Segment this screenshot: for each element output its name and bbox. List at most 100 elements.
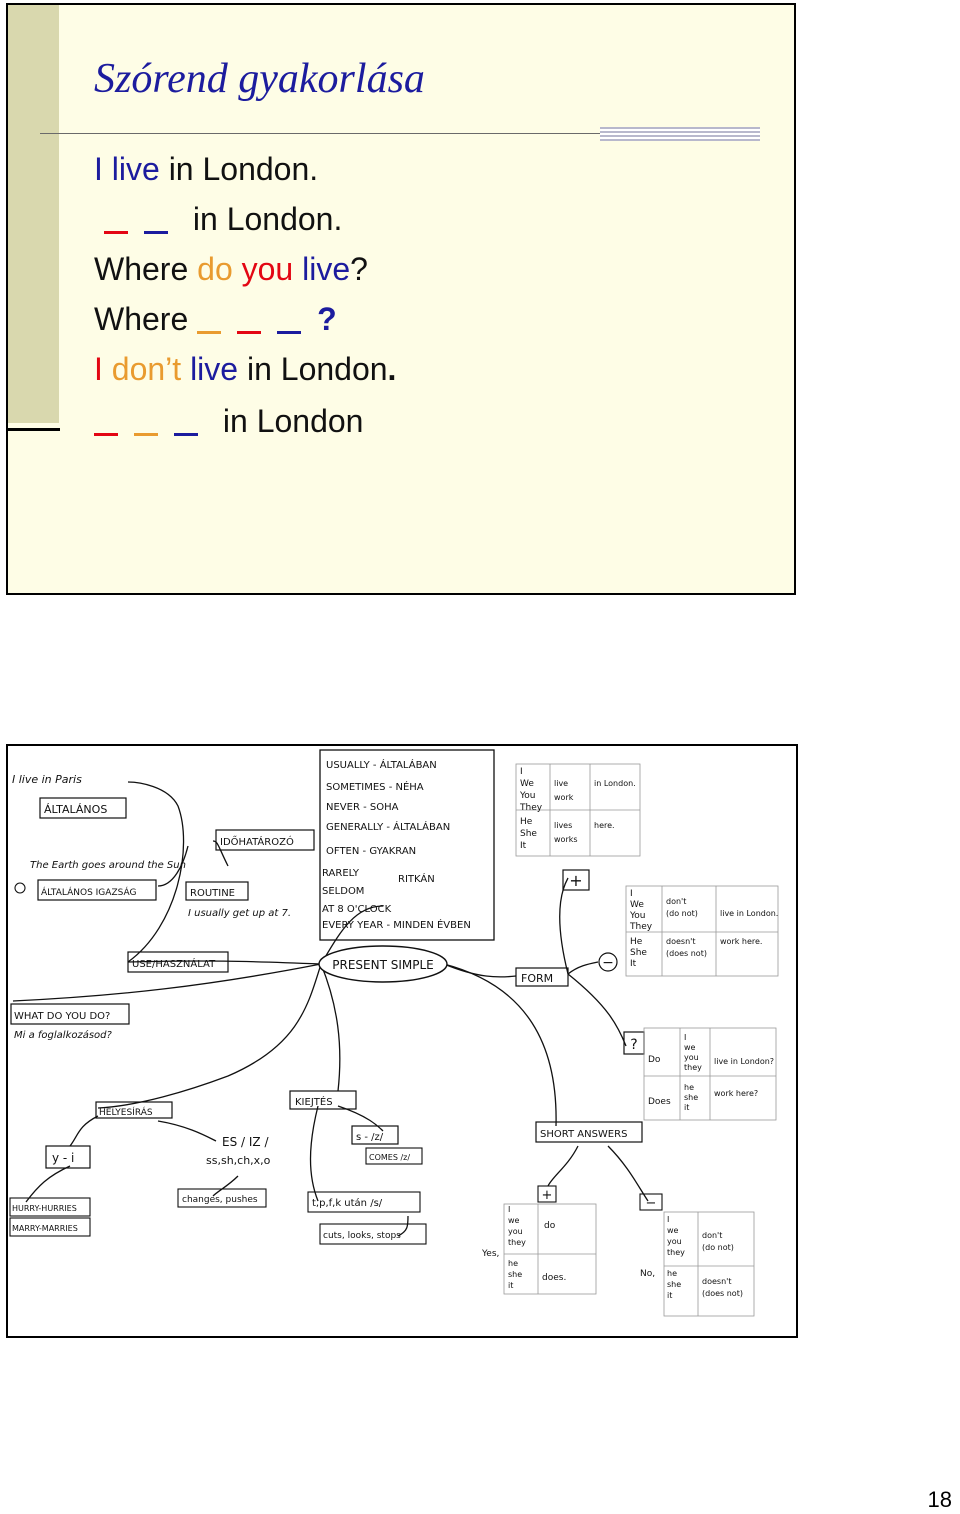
minus-place: work here. [720, 937, 762, 946]
node-what-do-you-do: WHAT DO YOU DO? [14, 1011, 110, 1022]
sun-icon [14, 882, 26, 894]
mindmap-form: FORM IWeYouTheyHeSheItliveworklivesworks… [515, 763, 779, 1121]
mindmap-short-answers: SHORT ANSWERS + Yes,Iweyoutheyhesheitdod… [481, 1121, 755, 1317]
word-segment: ? [317, 301, 337, 337]
word-segment: live [102, 151, 160, 187]
node-hurry: HURRY-HURRIES [12, 1204, 77, 1213]
word-segment: in London. [184, 201, 343, 237]
adverb-item: NEVER - SOHA [326, 802, 399, 813]
title-divider-accent [600, 127, 760, 141]
word-segment: live [293, 251, 351, 287]
word-segment: Where [94, 251, 198, 287]
node-tpfk: t,p,f,k után /s/ [312, 1197, 383, 1209]
word-segment: ? [350, 251, 368, 287]
node-helyesiras: HELYESÍRÁS [99, 1106, 153, 1118]
node-use-hasznalat: USE/HASZNÁLAT [132, 957, 216, 970]
node-short-answers: SHORT ANSWERS [540, 1129, 627, 1140]
adverb-item: SOMETIMES - NÉHA [326, 780, 424, 793]
slide-mindmap: I live in Paris ÁLTALÁNOS IDŐHATÁROZÓ Th… [6, 744, 798, 1338]
question-aux: Does [648, 1097, 671, 1107]
plus-verb: lives [554, 821, 572, 830]
word-segment: in London [214, 403, 364, 439]
page-number: 18 [927, 1487, 952, 1512]
node-cuts-looks-stops: cuts, looks, stops [323, 1231, 401, 1241]
word-blank [144, 206, 168, 238]
node-altalanos-igazsag: ÁLTALÁNOS IGAZSÁG [41, 886, 136, 898]
adverb-item: RITKÁN [398, 872, 435, 885]
practice-line-1: I live in London. [94, 151, 318, 188]
node-form: FORM [521, 972, 553, 985]
plus-subject: We [520, 779, 534, 789]
slide-title: Szórend gyakorlása [94, 56, 425, 102]
plus-verb: works [554, 835, 578, 844]
short-minus-subject: it [667, 1291, 672, 1300]
short-plus-sign: + [542, 1188, 553, 1203]
short-no: No, [640, 1269, 655, 1279]
word-segment: I [94, 351, 103, 387]
mindmap-drawing: I live in Paris ÁLTALÁNOS IDŐHATÁROZÓ Th… [9, 749, 779, 1317]
question-subject: you [684, 1053, 699, 1062]
question-subject: she [684, 1093, 698, 1102]
minus-aux: (does not) [666, 949, 707, 958]
word-blank [277, 306, 302, 338]
plus-sign: + [569, 871, 582, 890]
question-subject: it [684, 1103, 689, 1112]
mindmap-top-left: I live in Paris ÁLTALÁNOS IDŐHATÁROZÓ Th… [10, 773, 315, 1041]
minus-aux: don't [666, 897, 686, 906]
minus-subject: He [630, 937, 643, 947]
adverb-item: EVERY YEAR - MINDEN ÉVBEN [322, 918, 471, 931]
minus-place: live in London. [720, 909, 778, 918]
word-segment: live [181, 351, 239, 387]
practice-line-2: in London. [104, 201, 342, 238]
node-comes: COMES /z/ [369, 1153, 410, 1162]
word-segment: . [387, 351, 397, 387]
short-minus-subject: he [667, 1269, 677, 1278]
word-segment: you [232, 251, 294, 287]
connector-lines [12, 781, 649, 1237]
short-minus-subject: they [667, 1248, 685, 1257]
minus-subject: I [630, 889, 633, 899]
short-minus-subject: I [667, 1215, 669, 1224]
question-rest: work here? [714, 1089, 758, 1098]
short-plus-subject: you [508, 1227, 523, 1236]
adverb-item: RARELY [322, 868, 360, 879]
adverb-item: USUALLY - ÁLTALÁBAN [326, 758, 437, 771]
short-plus-aux: does. [542, 1273, 566, 1283]
word-segment: do [197, 251, 233, 287]
short-plus-subject: she [508, 1270, 522, 1279]
adverb-item: GENERALLY - ÁLTALÁBAN [326, 820, 450, 833]
node-routine: ROUTINE [190, 888, 235, 899]
node-mi-a-foglalkozasod: Mi a foglalkozásod? [14, 1029, 113, 1041]
node-kiejtes: KIEJTÉS [295, 1095, 333, 1108]
plus-place: here. [594, 821, 615, 830]
word-segment: I [94, 151, 103, 187]
mindmap-adverbs: USUALLY - ÁLTALÁBAN SOMETIMES - NÉHA NEVER… [319, 749, 495, 941]
node-i-live-in-paris: I live in Paris [12, 773, 82, 786]
plus-subject: They [519, 803, 543, 813]
short-minus-subject: she [667, 1280, 681, 1289]
practice-line-5: I don’t live in London. [94, 351, 396, 388]
practice-line-3: Where do you live? [94, 251, 368, 288]
short-minus-aux: (do not) [702, 1243, 734, 1252]
short-minus-sign: − [646, 1196, 657, 1211]
node-ss-sh-ch: ss,sh,ch,x,o [206, 1154, 271, 1167]
short-plus-subject: they [508, 1238, 526, 1247]
plus-subject: He [520, 817, 533, 827]
word-blank [174, 408, 198, 440]
plus-verb: work [554, 793, 574, 802]
question-subject: he [684, 1083, 694, 1092]
minus-subject: We [630, 900, 644, 910]
slide-word-order: Szórend gyakorlása I live in London. in … [6, 3, 796, 595]
word-segment: in London [238, 351, 388, 387]
short-minus-aux: doesn't [702, 1277, 731, 1286]
plus-subject: You [519, 791, 536, 801]
node-changes-pushes: changes, pushes [182, 1195, 258, 1205]
title-divider [40, 133, 600, 134]
short-plus-subject: I [508, 1205, 510, 1214]
node-marry: MARRY-MARRIES [12, 1224, 78, 1233]
short-plus-subject: we [508, 1216, 520, 1225]
mindmap-pronunciation: KIEJTÉS s - /z/ COMES /z/ t,p,f,k után /… [289, 1090, 427, 1245]
short-plus-subject: he [508, 1259, 518, 1268]
short-minus-aux: don't [702, 1231, 722, 1240]
node-y-i: y - i [52, 1151, 74, 1165]
